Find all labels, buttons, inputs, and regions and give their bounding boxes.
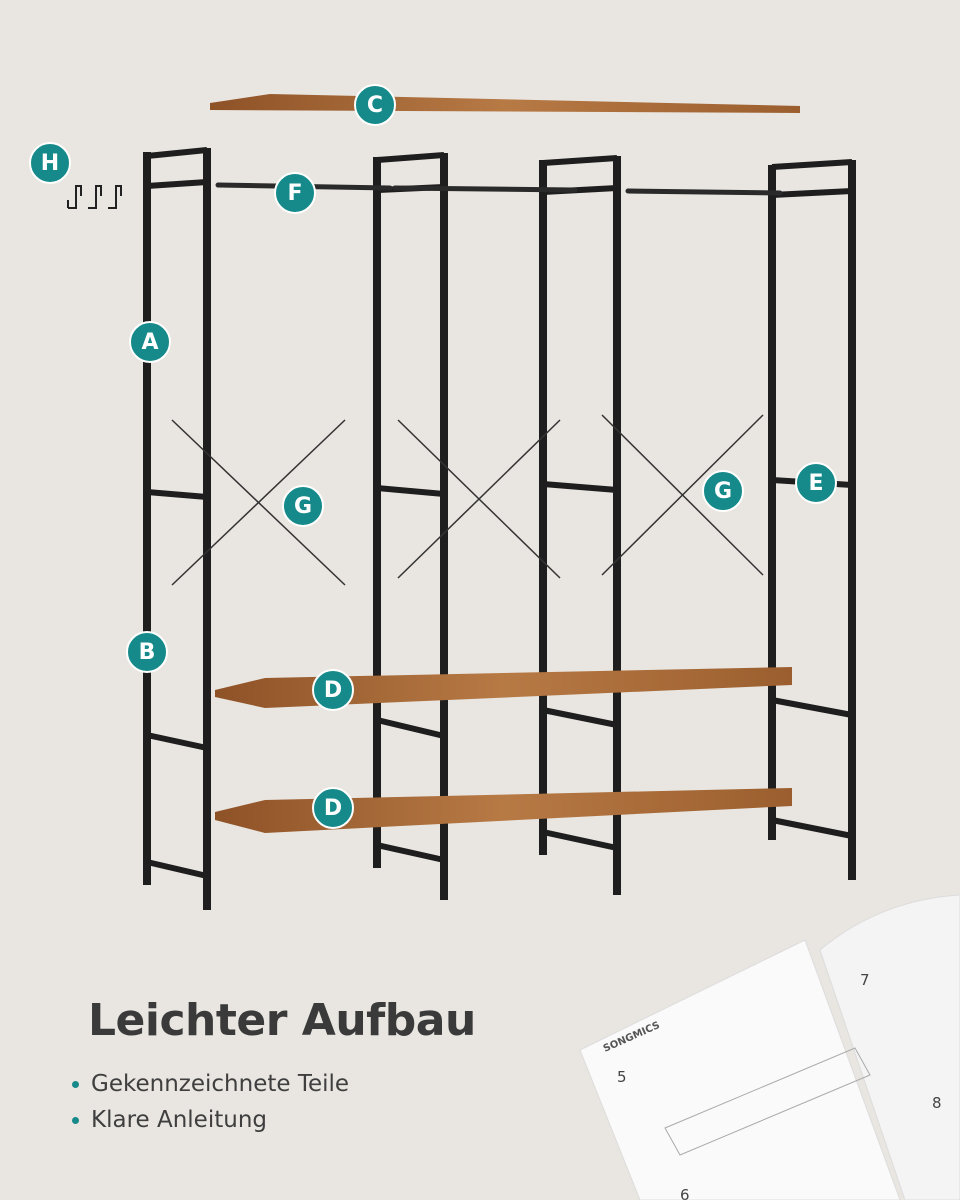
feature-list: Gekennzeichnete Teile Klare Anleitung	[72, 1066, 349, 1138]
instruction-manual: SONGMICS 5 6 7 8	[579, 894, 960, 1200]
hooks	[67, 185, 122, 209]
heading: Leichter Aufbau	[88, 995, 476, 1046]
bullet-icon	[72, 1080, 79, 1088]
feature-text: Gekennzeichnete Teile	[91, 1071, 350, 1097]
label-h: H	[29, 142, 71, 184]
svg-text:8: 8	[932, 1094, 942, 1112]
label-g: G	[702, 470, 744, 512]
feature-item: Klare Anleitung	[72, 1102, 349, 1138]
feature-text: Klare Anleitung	[91, 1107, 267, 1133]
label-e: E	[795, 462, 837, 504]
label-g: G	[282, 485, 324, 527]
label-f: F	[274, 172, 316, 214]
feature-item: Gekennzeichnete Teile	[72, 1066, 349, 1102]
svg-text:6: 6	[680, 1186, 690, 1200]
shelf-d-lower	[215, 788, 792, 833]
top-shelf-c	[210, 94, 800, 113]
frames	[143, 147, 856, 910]
svg-text:5: 5	[617, 1068, 627, 1086]
label-a: A	[129, 321, 171, 363]
label-d: D	[312, 669, 354, 711]
label-b: B	[126, 631, 168, 673]
label-d: D	[312, 787, 354, 829]
svg-text:7: 7	[860, 971, 870, 989]
cross-cables	[171, 414, 764, 586]
bullet-icon	[72, 1116, 79, 1124]
shelf-d-upper	[215, 667, 792, 708]
label-c: C	[354, 84, 396, 126]
